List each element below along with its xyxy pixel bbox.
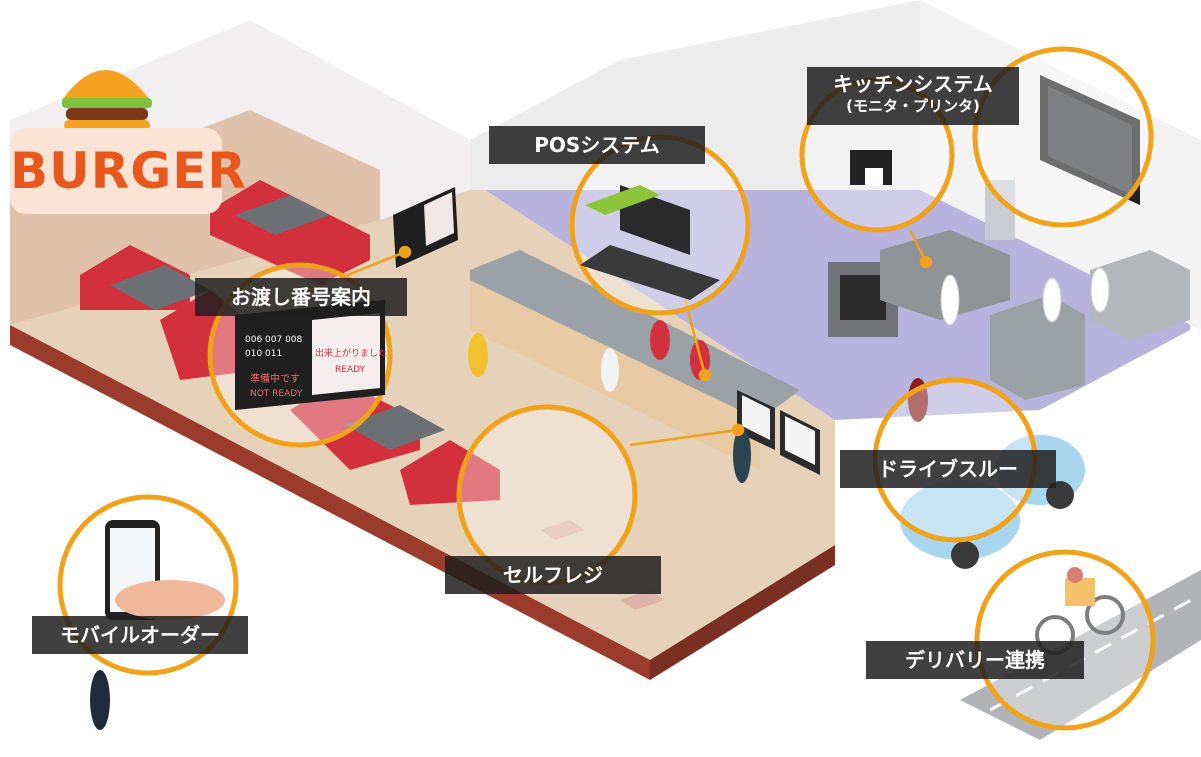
display-numbers-row1: 006 007 008: [245, 335, 303, 345]
label-kitchen-sub: (モニタ・プリンタ): [846, 97, 980, 115]
label-delivery: デリバリー連携: [866, 641, 1084, 679]
display-ready-en: READY: [335, 365, 366, 375]
display-ready-jp: 出来上がりました: [315, 347, 387, 359]
mobile-phone: [105, 520, 225, 620]
connector-lines: [309, 229, 933, 447]
label-kitchen-title: キッチンシステム: [833, 72, 993, 96]
road-marking: [989, 596, 1196, 712]
pos-terminal: [580, 185, 720, 300]
burger-logo-icon: [62, 70, 152, 130]
burger-logo-text: BURGER: [10, 128, 246, 214]
display-preparing-jp: 準備中です: [250, 372, 300, 385]
label-handover-guide: お渡し番号案内: [195, 278, 407, 316]
handover-display-detail: [235, 300, 385, 410]
label-drive-thru: ドライブスルー: [840, 450, 1056, 488]
label-self-register: セルフレジ: [445, 556, 661, 594]
kitchen-printer: [850, 150, 892, 186]
display-preparing-en: NOT READY: [250, 389, 303, 399]
counter-top: [470, 250, 800, 420]
delivery-courier: [1035, 567, 1125, 655]
display-numbers-row2: 010 011: [245, 349, 282, 359]
label-pos-system: POSシステム: [489, 126, 705, 164]
floor-edge-right: [650, 545, 835, 680]
label-kitchen-system: キッチンシステム (モニタ・プリンタ): [807, 67, 1019, 125]
booth-seating: [80, 180, 500, 505]
kitchen-wall-monitor: [1040, 75, 1140, 205]
label-mobile-order: モバイルオーダー: [32, 616, 248, 654]
